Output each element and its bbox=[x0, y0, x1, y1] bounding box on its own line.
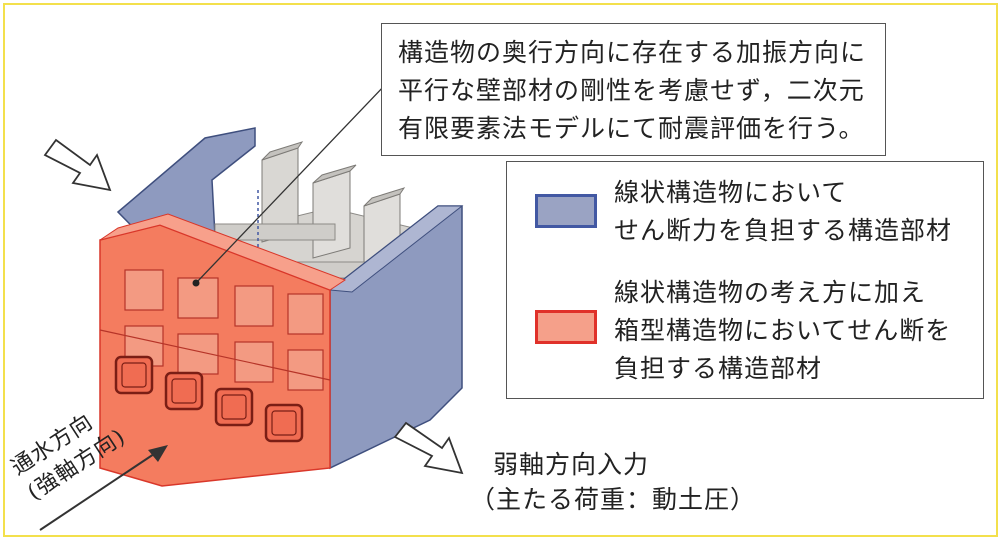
callout-line-1: 構造物の奥行方向に存在する加振方向に bbox=[398, 38, 867, 67]
strong-axis-arrowhead bbox=[148, 445, 168, 462]
culvert-inner bbox=[121, 362, 297, 436]
front-wall-top bbox=[99, 213, 347, 291]
legend-red-line-2: 箱型構造物においてせん断を bbox=[614, 316, 952, 345]
right-wall-top bbox=[328, 205, 464, 293]
callout-line-3: 有限要素法モデルにて耐震評価を行う。 bbox=[398, 114, 865, 143]
callout-leader-dot bbox=[192, 279, 200, 287]
front-ledge-line bbox=[99, 329, 331, 381]
legend-item-blue-label: 線状構造物において せん断力を負担する構造部材 bbox=[614, 174, 952, 250]
callout-line-2: 平行な壁部材の剛性を考慮せず，二次元 bbox=[398, 76, 865, 105]
culvert-holes bbox=[114, 355, 304, 443]
weak-axis-label-2: （主たる荷重：動土圧） bbox=[470, 485, 757, 514]
inner-wall-2-side bbox=[312, 164, 357, 184]
legend-blue-line-1: 線状構造物において bbox=[614, 178, 848, 207]
legend-box: 線状構造物において せん断力を負担する構造部材 線状構造物の考え方に加え 箱型構… bbox=[506, 161, 984, 399]
inner-wall-1-side bbox=[261, 141, 304, 161]
input-arrow-top-left bbox=[43, 138, 112, 192]
legend-item-red-label: 線状構造物の考え方に加え 箱型構造物においてせん断を 負担する構造部材 bbox=[614, 274, 951, 388]
legend-red-line-3: 負担する構造部材 bbox=[614, 354, 823, 383]
legend-blue-line-2: せん断力を負担する構造部材 bbox=[614, 216, 953, 245]
front-openings bbox=[124, 269, 324, 391]
legend-swatch-red bbox=[535, 310, 597, 344]
strong-axis-arrow bbox=[39, 449, 161, 531]
inner-wall-2 bbox=[312, 170, 351, 259]
callout-leader bbox=[195, 84, 386, 284]
inner-wall-3-side bbox=[363, 187, 406, 207]
callout-box: 構造物の奥行方向に存在する加振方向に 平行な壁部材の剛性を考慮せず，二次元 有限… bbox=[381, 23, 886, 156]
legend-swatch-blue bbox=[535, 194, 597, 228]
weak-axis-label-1: 弱軸方向入力 bbox=[493, 450, 650, 479]
interior-beam-1 bbox=[214, 223, 336, 241]
legend-red-line-1: 線状構造物の考え方に加え bbox=[614, 278, 927, 307]
weak-axis-arrow bbox=[393, 421, 464, 475]
